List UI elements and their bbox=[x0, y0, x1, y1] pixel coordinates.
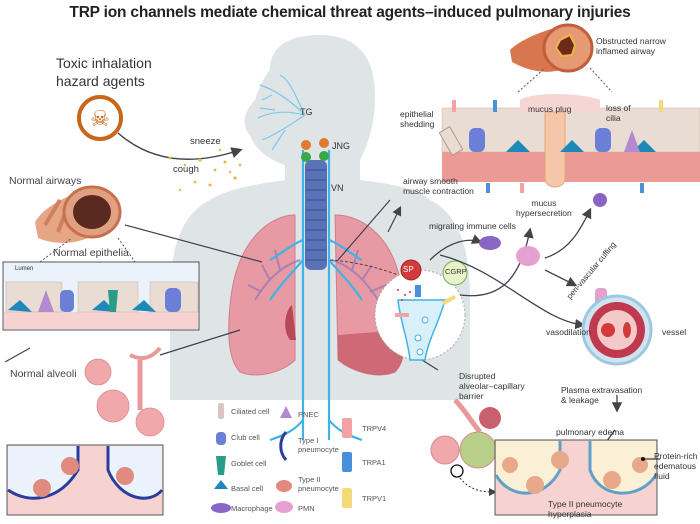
cgrp-neuropeptide bbox=[442, 260, 468, 286]
obstructed-airway-tube bbox=[510, 23, 594, 73]
protein-line3: fluid bbox=[654, 470, 670, 481]
nerve-terminal-zoom bbox=[374, 269, 466, 361]
hyperplasia-line2: hyperplasia bbox=[548, 508, 592, 519]
arrow-to-vasodilation bbox=[439, 254, 586, 330]
hazard-label-line2: hazard agents bbox=[56, 73, 145, 90]
disrupted-barrier-label: Disrupted alveolar–capillary barrier bbox=[459, 371, 525, 401]
epithelial-shedding-label: epithelial shedding bbox=[400, 109, 435, 130]
tg-label: TG bbox=[300, 107, 313, 117]
cough-label: cough bbox=[173, 164, 199, 175]
sp-label: SP bbox=[403, 265, 414, 274]
plasma-line1: Plasma extravasation bbox=[561, 385, 643, 395]
disrupted-line1: Disrupted bbox=[459, 371, 496, 381]
smooth-muscle-line2: muscle contraction bbox=[403, 185, 474, 196]
legend-type-ii-line2: pneumocyte bbox=[298, 483, 339, 493]
legend-trpv1: TRPV1 bbox=[362, 494, 387, 503]
sneeze-label: sneeze bbox=[190, 136, 221, 147]
legend-type-ii-line1: Type II bbox=[298, 475, 321, 484]
obstructed-airway-label: Obstructed narrow inflamed airway bbox=[596, 36, 666, 57]
smooth-muscle-line1: airway smooth bbox=[403, 176, 458, 186]
mucus-hyper-line1: mucus bbox=[531, 198, 557, 208]
mucus-plug-label: mucus plug bbox=[528, 104, 572, 114]
bronchial-tree bbox=[247, 249, 387, 301]
vessel-cross-section bbox=[581, 294, 653, 366]
legend-goblet-cell: Goblet cell bbox=[231, 459, 267, 468]
vessel-label: vessel bbox=[662, 327, 687, 337]
edema-panel bbox=[494, 439, 660, 516]
disrupted-line3: barrier bbox=[459, 390, 484, 401]
cilia-line2: cilia bbox=[606, 112, 621, 123]
vasodilation-label: vasodilation bbox=[546, 327, 591, 337]
protein-line1: Protein-rich bbox=[654, 451, 698, 461]
obstructed-line2: inflamed airway bbox=[596, 45, 656, 56]
trigeminal-nerve-branches bbox=[257, 74, 306, 151]
particle-cloud bbox=[168, 148, 242, 192]
smooth-muscle-label: airway smooth muscle contraction bbox=[403, 176, 474, 197]
sp-neuropeptide bbox=[400, 259, 422, 281]
shedding-line2: shedding bbox=[400, 118, 435, 129]
legend-type-i-line2: pneumocyte bbox=[298, 444, 339, 454]
skull-crossbones-icon: ☠ bbox=[90, 106, 110, 131]
injured-alveoli-cluster bbox=[430, 398, 501, 496]
normal-airways-label: Normal airways bbox=[9, 175, 82, 187]
legend-pnec: PNEC bbox=[298, 410, 319, 419]
injured-epithelium-panel bbox=[438, 94, 700, 207]
inhalation-arrow bbox=[117, 132, 243, 160]
ganglia bbox=[301, 138, 329, 162]
legend-pmn: PMN bbox=[298, 504, 315, 513]
protein-line2: edematous bbox=[654, 460, 697, 471]
callout-lines bbox=[4, 199, 439, 371]
hazard-label: Toxic inhalation hazard agents bbox=[56, 54, 152, 90]
mucus-hyper-line2: hypersecretion bbox=[516, 207, 572, 218]
obstructed-line1: Obstructed narrow bbox=[596, 36, 666, 46]
normal-alveoli-cluster bbox=[84, 346, 165, 437]
legend-icons bbox=[211, 403, 352, 513]
arrow-to-perivascular bbox=[544, 269, 578, 287]
migrating-immune-cells-label: migrating immune cells bbox=[429, 221, 516, 231]
type-ii-hyperplasia-label: Type II pneumocyte hyperplasia bbox=[548, 499, 623, 520]
legend-trpa1: TRPA1 bbox=[362, 458, 386, 467]
plasma-extravasation-label: Plasma extravasation & leakage bbox=[561, 385, 643, 406]
cilia-line1: loss of bbox=[606, 103, 631, 113]
normal-alveoli-panel bbox=[6, 444, 164, 516]
vagus-nerve bbox=[269, 150, 363, 442]
legend-type-ii-pneumocyte: Type II pneumocyte bbox=[298, 475, 339, 493]
vn-label: VN bbox=[331, 183, 344, 193]
trachea bbox=[305, 160, 327, 270]
hyperplasia-line1: Type II pneumocyte bbox=[548, 499, 623, 509]
legend-trpv4: TRPV4 bbox=[362, 424, 387, 433]
figure-title: TRP ion channels mediate chemical threat… bbox=[69, 4, 631, 21]
legend-macrophage: Macrophage bbox=[231, 504, 273, 513]
plasma-line2: & leakage bbox=[561, 394, 599, 405]
arrow-to-mucus bbox=[459, 227, 534, 297]
legend-type-i-line1: Type I bbox=[298, 436, 319, 445]
shedding-line1: epithelial bbox=[400, 109, 434, 119]
mucus-hypersecretion-label: mucus hypersecretion bbox=[516, 198, 572, 219]
arrow-to-immune-upper bbox=[544, 207, 592, 259]
lumen-label: Lumen bbox=[15, 266, 34, 272]
pulmonary-edema-label: pulmonary edema bbox=[556, 427, 625, 437]
cgrp-label: CGRP bbox=[445, 267, 467, 276]
normal-epithelia-panel bbox=[2, 261, 200, 331]
loss-of-cilia-label: loss of cilia bbox=[606, 103, 631, 124]
protein-rich-fluid-label: Protein-rich edematous fluid bbox=[654, 451, 698, 481]
legend-type-i-pneumocyte: Type I pneumocyte bbox=[298, 436, 339, 454]
hazard-label-line1: Toxic inhalation bbox=[56, 55, 152, 71]
normal-epithelia-label: Normal epithelia bbox=[53, 247, 129, 259]
jng-label: JNG bbox=[332, 141, 350, 151]
normal-airway-tube bbox=[35, 185, 122, 243]
hazard-symbol: ☠ bbox=[77, 95, 123, 141]
disrupted-line2: alveolar–capillary bbox=[459, 380, 525, 391]
legend-basal-cell: Basal cell bbox=[231, 484, 264, 493]
legend-club-cell: Club cell bbox=[231, 433, 260, 442]
normal-alveoli-label: Normal alveoli bbox=[10, 368, 77, 380]
arrow-to-migrating-cells bbox=[429, 234, 483, 261]
legend-ciliated-cell: Ciliated cell bbox=[231, 407, 270, 416]
